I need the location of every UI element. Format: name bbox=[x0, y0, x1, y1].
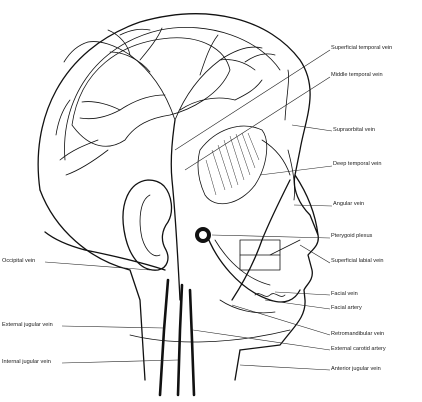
external-jugular bbox=[160, 280, 168, 395]
collar bbox=[130, 330, 290, 342]
label-anterior-jugular-vein: Anterior jugular vein bbox=[331, 366, 381, 372]
label-superficial-temporal-vein: Superficial temporal vein bbox=[331, 45, 392, 51]
superficial-temporal-trunk bbox=[171, 120, 180, 300]
label-external-carotid-artery: External carotid artery bbox=[331, 346, 386, 352]
label-retromandibular-vein: Retromandibular vein bbox=[331, 331, 384, 337]
ear bbox=[123, 180, 171, 270]
label-superficial-labial-vein: Superficial labial vein bbox=[331, 258, 384, 264]
carotid bbox=[190, 290, 194, 395]
deep-temporal-hatching bbox=[206, 133, 259, 195]
label-pterygoid-plexus: Pterygoid plexus bbox=[331, 233, 372, 239]
neck-back bbox=[40, 190, 145, 380]
label-middle-temporal-vein: Middle temporal vein bbox=[331, 72, 383, 78]
submandibular bbox=[220, 300, 275, 313]
occipital-vein bbox=[45, 232, 165, 270]
supraorbital-vein bbox=[285, 70, 289, 120]
internal-jugular bbox=[178, 285, 182, 395]
ear-inner bbox=[140, 195, 160, 256]
label-occipital-vein: Occipital vein bbox=[2, 258, 35, 264]
label-external-jugular-vein: External jugular vein bbox=[2, 322, 53, 328]
temporal-region bbox=[198, 126, 267, 204]
label-supraorbital-vein: Supraorbital vein bbox=[333, 127, 375, 133]
jaw bbox=[205, 230, 300, 302]
label-internal-jugular-vein: Internal jugular vein bbox=[2, 359, 51, 365]
angular-vein bbox=[288, 150, 295, 200]
label-deep-temporal-vein: Deep temporal vein bbox=[333, 161, 382, 167]
label-angular-vein: Angular vein bbox=[333, 201, 364, 207]
labial-vein bbox=[270, 240, 300, 255]
leader-lines bbox=[45, 50, 332, 370]
head-outline bbox=[38, 14, 318, 350]
mandible-inner bbox=[215, 240, 270, 285]
label-facial-vein: Facial vein bbox=[331, 291, 358, 297]
label-facial-artery: Facial artery bbox=[331, 305, 362, 311]
neck-front bbox=[235, 350, 240, 380]
